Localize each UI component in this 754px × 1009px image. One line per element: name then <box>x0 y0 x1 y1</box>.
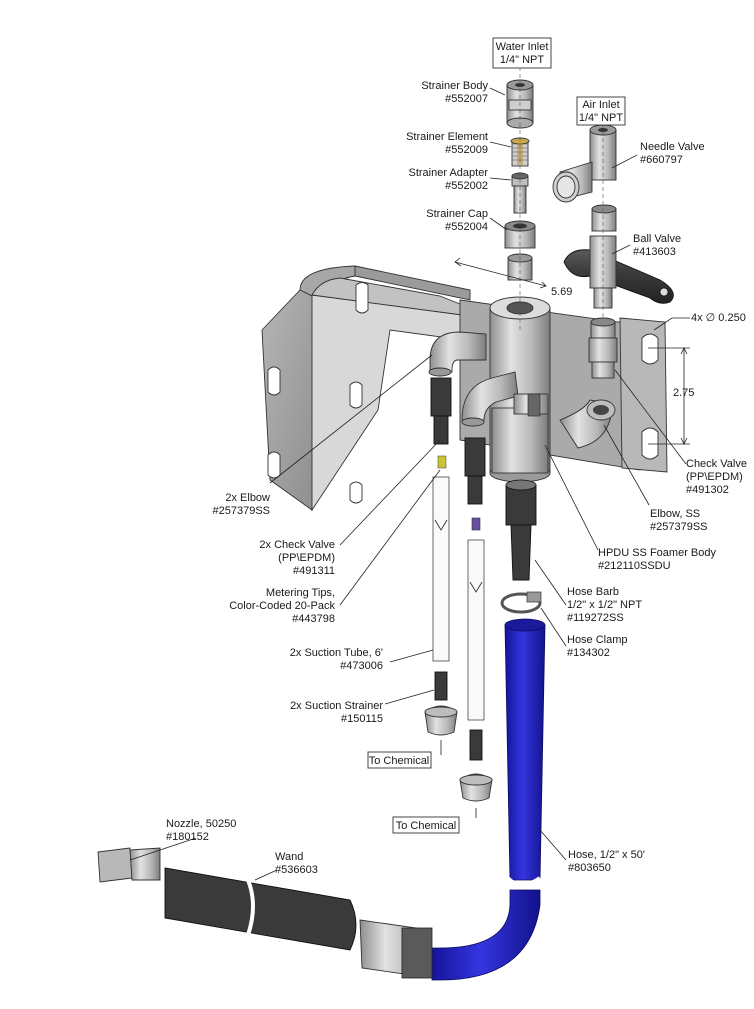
hose-label: Hose, 1/2" x 50' <box>568 849 645 861</box>
nozzle-part: #180152 <box>166 831 209 843</box>
hose-barb-size: 1/2" x 1/2" NPT <box>567 599 642 611</box>
air-inlet-box <box>576 96 626 126</box>
foamer-body-part: #212110SSDU <box>598 560 671 572</box>
hole-spacing-dimension: 2.75 <box>673 387 694 399</box>
check-valve-material: (PP\EPDM) <box>686 471 743 483</box>
elbow-ss-label: Elbow, SS <box>650 508 700 520</box>
dimension-lines <box>454 60 690 445</box>
foamer-body-label: HPDU SS Foamer Body <box>598 547 716 559</box>
elbow-2x-part: #257379SS <box>213 505 271 517</box>
suction-strainer-label: 2x Suction Strainer <box>290 700 383 712</box>
wand-label: Wand <box>275 851 303 863</box>
nozzle-label: Nozzle, 50250 <box>166 818 236 830</box>
check-valve-part: #491302 <box>686 484 729 496</box>
hose-barb <box>505 479 537 581</box>
check-valve-2x-label: 2x Check Valve <box>259 539 335 551</box>
hose <box>431 618 546 981</box>
check-valve-label: Check Valve <box>686 458 747 470</box>
to-chemical-right-box <box>392 816 460 834</box>
hose-clamp-label: Hose Clamp <box>567 634 628 646</box>
callout-labels: Water Inlet 1/4" NPT Air Inlet 1/4" NPT … <box>166 41 747 876</box>
wand-part: #536603 <box>275 864 318 876</box>
suction-tube-part: #473006 <box>340 660 383 672</box>
to-chemical-left-label: To Chemical <box>369 755 430 767</box>
elbow-2x-label: 2x Elbow <box>225 492 270 504</box>
check-valve-left <box>430 377 486 505</box>
elbow-upper <box>428 331 487 377</box>
to-chemical-left-box <box>367 751 432 769</box>
suction-strainers <box>424 671 493 802</box>
metering-tips <box>437 455 481 531</box>
hose-part: #803650 <box>568 862 611 874</box>
leader-lines <box>129 87 687 881</box>
wand-assembly <box>97 847 433 979</box>
check-valve-2x-part: #491311 <box>293 565 335 577</box>
strainer-adapter-label: Strainer Adapter <box>409 167 489 179</box>
ball-valve-part: #413603 <box>633 246 676 258</box>
strainer-body-part: #552007 <box>445 93 488 105</box>
bracket-width-dimension: 5.69 <box>551 286 572 298</box>
strainer-cap-part: #552004 <box>445 221 488 233</box>
water-inlet-label: Water Inlet <box>496 41 549 53</box>
needle-valve-label: Needle Valve <box>640 141 705 153</box>
strainer-cap <box>504 220 536 281</box>
hose-clamp-part: #134302 <box>567 647 610 659</box>
water-inlet-size: 1/4" NPT <box>500 54 545 66</box>
hose-barb-part: #119272SS <box>567 612 624 624</box>
strainer-body-label: Strainer Body <box>421 80 488 92</box>
air-inlet-size: 1/4" NPT <box>579 112 624 124</box>
hole-count-dimension: 4x ∅ 0.250 <box>691 312 746 324</box>
suction-strainer-part: #150115 <box>341 713 383 725</box>
elbow-ss-part: #257379SS <box>650 521 708 533</box>
check-valve-right <box>588 317 618 379</box>
strainer-element-label: Strainer Element <box>406 131 488 143</box>
strainer-cap-label: Strainer Cap <box>426 208 488 220</box>
metering-tips-pack: Color-Coded 20-Pack <box>229 600 335 612</box>
hose-clamp <box>500 591 542 614</box>
suction-tube-label: 2x Suction Tube, 6' <box>290 647 383 659</box>
strainer-element-part: #552009 <box>445 144 488 156</box>
suction-tubes <box>432 476 485 721</box>
air-inlet-label: Air Inlet <box>582 99 619 111</box>
strainer-adapter-part: #552002 <box>445 180 488 192</box>
metering-tips-part: #443798 <box>292 613 335 625</box>
check-valve-2x-material: (PP\EPDM) <box>278 552 335 564</box>
to-chemical-right-label: To Chemical <box>396 820 457 832</box>
side-air-fitting <box>513 393 549 417</box>
elbow-ss-right <box>559 399 616 449</box>
needle-valve <box>552 124 617 232</box>
needle-valve-part: #660797 <box>640 154 683 166</box>
metering-tips-label: Metering Tips, <box>266 587 335 599</box>
hose-barb-label: Hose Barb <box>567 586 619 598</box>
water-inlet-box <box>492 37 552 69</box>
ball-valve-label: Ball Valve <box>633 233 681 245</box>
